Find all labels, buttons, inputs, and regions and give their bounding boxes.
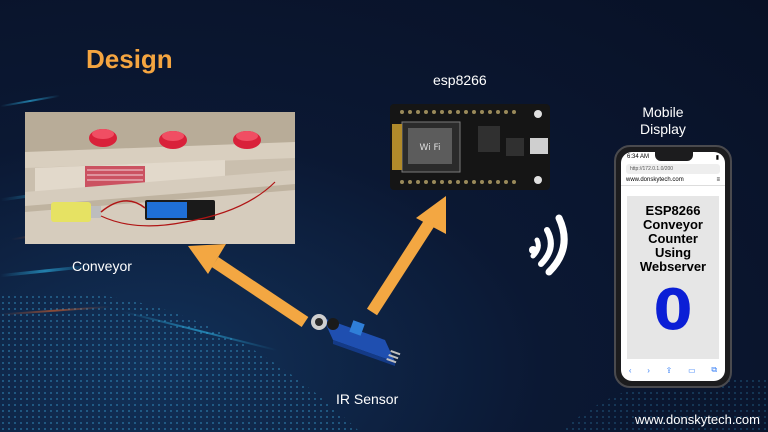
footer-url: www.donskytech.com xyxy=(635,412,760,427)
browser-address-bar[interactable]: http://172.0.1.0/200 xyxy=(626,164,720,174)
web-heading: ESP8266 Conveyor Counter Using Webserver xyxy=(639,203,707,274)
bookmarks-icon[interactable]: ▭ xyxy=(688,365,696,375)
status-time: 6:34 AM xyxy=(627,154,650,160)
share-icon[interactable]: ⇪ xyxy=(665,365,673,375)
menu-icon[interactable]: ≡ xyxy=(716,176,720,183)
esp8266-label: esp8266 xyxy=(433,72,487,88)
slide-title: Design xyxy=(86,44,173,74)
site-header: www.donskytech.com ≡ xyxy=(621,174,725,186)
svg-text:Wi Fi: Wi Fi xyxy=(419,143,440,153)
web-content: ESP8266 Conveyor Counter Using Webserver… xyxy=(627,196,719,359)
phone-notch xyxy=(655,152,693,161)
wifi-signal-icon xyxy=(529,214,568,276)
conveyor-label: Conveyor xyxy=(72,258,132,274)
mobile-display-label: Mobile Display xyxy=(640,104,686,138)
counter-value: 0 xyxy=(653,278,693,343)
site-name: www.donskytech.com xyxy=(626,176,684,183)
battery-icon: ▮ xyxy=(715,155,719,161)
esp8266-board: Wi Fi xyxy=(390,104,550,190)
ir-sensor-label: IR Sensor xyxy=(336,391,399,407)
ir-sensor-module xyxy=(311,314,401,366)
arrow-icon xyxy=(188,244,226,274)
tabs-icon[interactable]: ⧉ xyxy=(711,365,718,374)
mobile-label-line2: Display xyxy=(640,121,686,137)
phone-status-bar: 6:34 AM ▮ xyxy=(621,152,725,164)
browser-toolbar: ‹ › ⇪ ▭ ⧉ xyxy=(621,363,725,377)
conveyor-photo xyxy=(25,112,295,244)
phone-screen: 6:34 AM ▮ http://172.0.1.0/200 www.donsk… xyxy=(621,152,725,381)
back-icon[interactable]: ‹ xyxy=(628,365,632,375)
arrow-sensor-to-esp xyxy=(366,196,446,316)
mobile-phone: 6:34 AM ▮ http://172.0.1.0/200 www.donsk… xyxy=(614,145,732,388)
mobile-label-line1: Mobile xyxy=(642,104,684,120)
arrow-icon xyxy=(416,196,446,234)
forward-icon[interactable]: › xyxy=(647,365,650,375)
conveyor-illustration xyxy=(25,112,295,244)
arrow-sensor-to-conveyor xyxy=(188,244,309,327)
